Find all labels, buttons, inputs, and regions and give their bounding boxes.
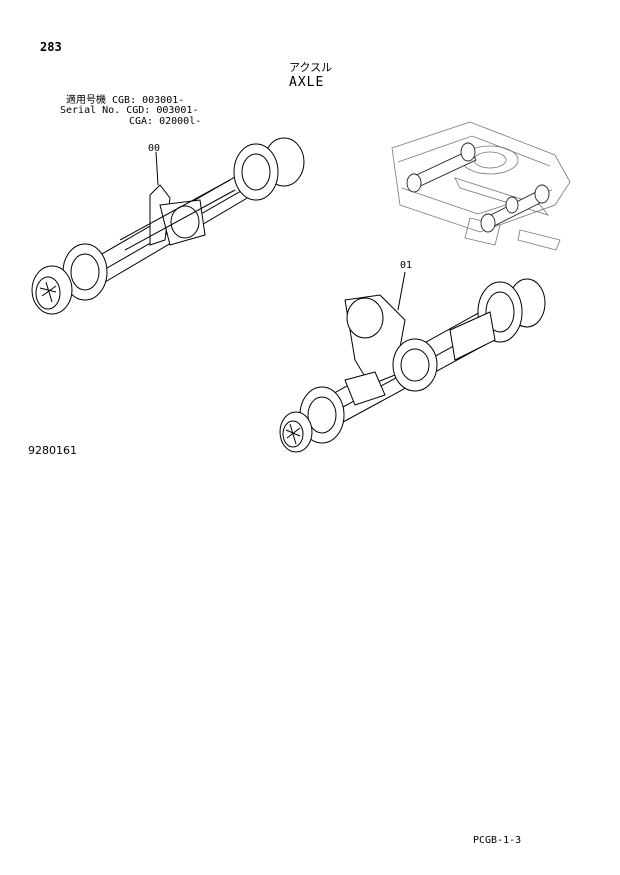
callout-01: 01 (400, 260, 413, 271)
page-number: 283 (40, 40, 62, 54)
serial-line-3: CGA: 02000l- (129, 116, 202, 127)
serial-line-1: 適用号機 CGB: 003001- (66, 95, 185, 106)
page-code: PCGB-1-3 (473, 835, 522, 846)
title-japanese: アクスル (289, 61, 333, 74)
leader-line-00 (155, 151, 159, 186)
machine-location-overview (391, 121, 571, 251)
serial-line-2: Serial No. CGD: 003001- (60, 105, 199, 116)
illustration-number: 9280161 (28, 444, 77, 457)
title-english: AXLE (289, 75, 325, 90)
front-axle-drawing (31, 137, 305, 315)
callout-00: 00 (148, 143, 161, 154)
leader-line-01 (397, 271, 406, 311)
rear-axle-drawing (279, 278, 546, 453)
